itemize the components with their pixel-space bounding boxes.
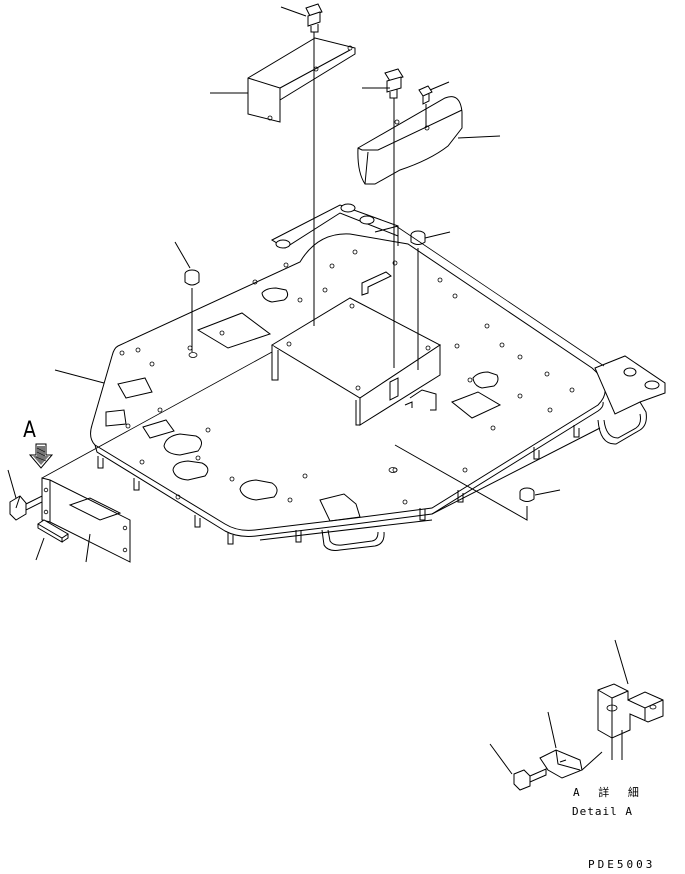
bolt-top-left-icon bbox=[305, 3, 323, 326]
bolt-front-icon bbox=[9, 495, 43, 521]
view-marker-label: A bbox=[23, 418, 36, 443]
figure-code: PDE5003 bbox=[588, 858, 656, 871]
rear-right-cover bbox=[357, 96, 463, 185]
detail-label-japanese: A 詳 細 bbox=[573, 786, 645, 799]
grommet-left-icon bbox=[184, 269, 200, 352]
rear-left-cover bbox=[247, 37, 356, 123]
grommet-front-icon bbox=[519, 487, 535, 502]
grommet-right-icon bbox=[410, 230, 426, 370]
detail-label-english: Detail A bbox=[572, 805, 633, 818]
cushion-strip-icon bbox=[37, 519, 69, 543]
floor-plate bbox=[90, 203, 666, 551]
view-arrow-a-icon bbox=[28, 443, 54, 469]
bolt-top-right-icon bbox=[384, 68, 404, 368]
front-cover-plate bbox=[41, 477, 131, 563]
leader-lines bbox=[7, 6, 605, 563]
small-screw-icon bbox=[418, 85, 433, 128]
detail-a-view bbox=[489, 639, 664, 791]
